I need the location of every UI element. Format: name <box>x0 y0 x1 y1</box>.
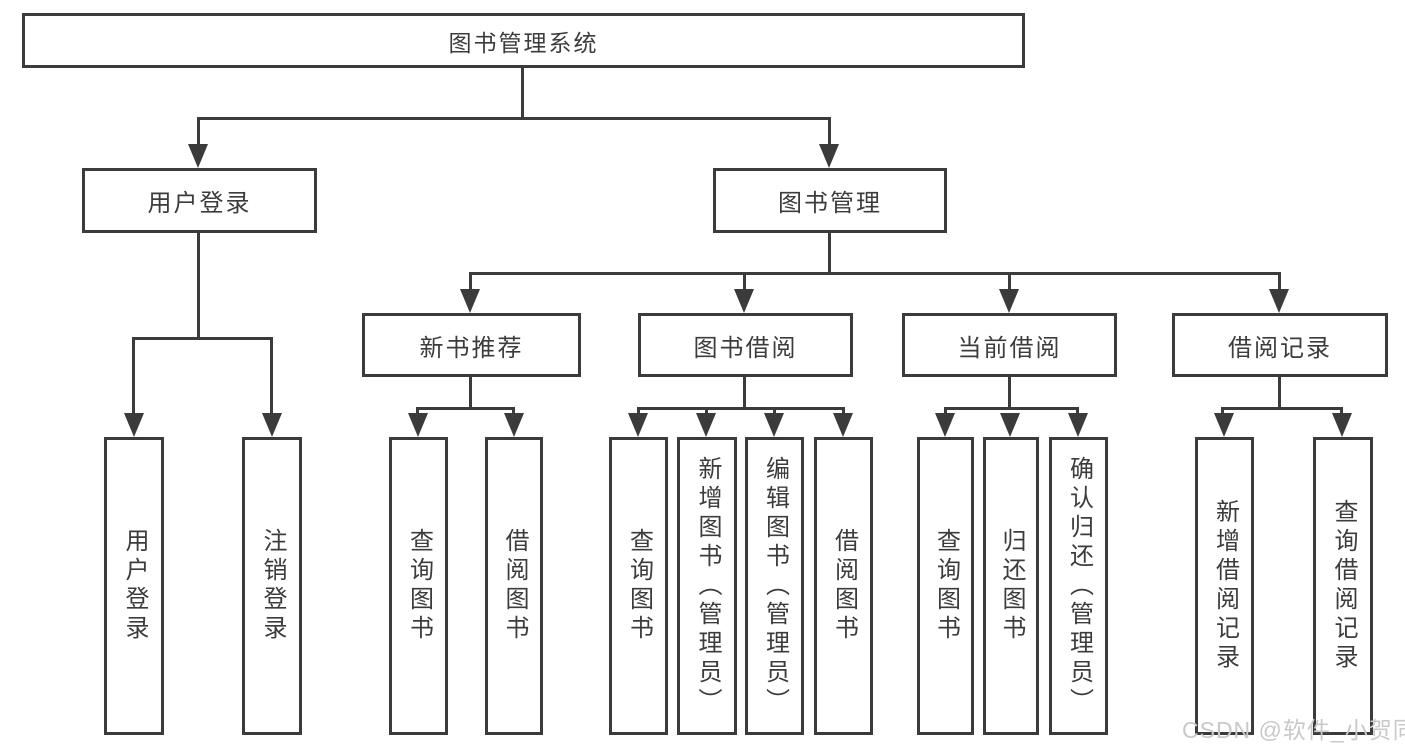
arrowhead-down-icon <box>696 413 716 437</box>
connector-stub <box>1008 377 1011 407</box>
arrowhead-down-icon <box>1332 413 1352 437</box>
node-current-borrow: 当前借阅 <box>902 313 1117 377</box>
arrowhead-down-icon <box>408 413 428 437</box>
connector-drop <box>270 337 273 413</box>
leaf-add-borrow-record: 新增借阅记录 <box>1195 437 1254 735</box>
connector-bar <box>944 407 1079 410</box>
leaf-query-borrow-record: 查询借阅记录 <box>1313 437 1373 735</box>
connector-drop <box>773 407 776 415</box>
leaf-newbook-borrow-book: 借阅图书 <box>485 437 543 735</box>
leaf-logout: 注销登录 <box>242 437 302 735</box>
connector-stub <box>743 377 746 407</box>
arrowhead-down-icon <box>188 144 208 168</box>
connector-level2-bar <box>197 117 831 120</box>
connector-drop <box>828 117 831 146</box>
connector-userlogin-bar <box>132 337 273 340</box>
leaf-confirm-return-admin: 确认归还（管理员） <box>1049 437 1108 735</box>
arrowhead-down-icon <box>460 289 480 313</box>
leaf-newbook-query-book: 查询图书 <box>389 437 448 735</box>
connector-drop <box>469 272 472 292</box>
connector-drop <box>637 407 640 415</box>
node-library-management-system: 图书管理系统 <box>22 13 1025 68</box>
arrowhead-down-icon <box>819 144 839 168</box>
connector-drop <box>1076 407 1079 415</box>
connector-drop <box>132 337 135 413</box>
arrowhead-down-icon <box>1000 413 1020 437</box>
connector-stub <box>1278 377 1281 407</box>
node-new-book-recommend: 新书推荐 <box>362 313 581 377</box>
connector-bookmgmt-stub <box>828 233 831 272</box>
connector-userlogin-stub <box>197 233 200 337</box>
node-user-login: 用户登录 <box>82 168 317 233</box>
connector-drop <box>197 117 200 146</box>
connector-bar <box>1221 407 1343 410</box>
connector-root-stub <box>521 68 524 118</box>
arrowhead-down-icon <box>734 289 754 313</box>
leaf-borrow-book: 借阅图书 <box>814 437 873 735</box>
connector-drop <box>1008 272 1011 292</box>
arrowhead-down-icon <box>1068 413 1088 437</box>
connector-drop <box>1340 407 1343 415</box>
leaf-return-book: 归还图书 <box>983 437 1039 735</box>
arrowhead-down-icon <box>124 413 144 437</box>
node-borrow-record: 借阅记录 <box>1172 313 1388 377</box>
connector-drop <box>743 272 746 292</box>
connector-bar <box>416 407 515 410</box>
arrowhead-down-icon <box>935 413 955 437</box>
leaf-borrow-query-book: 查询图书 <box>609 437 668 735</box>
connector-drop <box>842 407 845 415</box>
arrowhead-down-icon <box>1214 413 1234 437</box>
connector-drop <box>416 407 419 415</box>
node-book-borrow: 图书借阅 <box>638 313 853 377</box>
arrowhead-down-icon <box>628 413 648 437</box>
csdn-watermark: CSDN @软件_小贺同学 <box>1182 717 1405 743</box>
arrowhead-down-icon <box>999 289 1019 313</box>
node-book-management: 图书管理 <box>713 168 947 233</box>
connector-drop <box>944 407 947 415</box>
leaf-current-query-book: 查询图书 <box>917 437 974 735</box>
connector-drop <box>512 407 515 415</box>
arrowhead-down-icon <box>504 413 524 437</box>
connector-level3-bar <box>469 272 1281 275</box>
leaf-user-login: 用户登录 <box>104 437 164 735</box>
connector-drop <box>1278 272 1281 292</box>
connector-drop <box>1221 407 1224 415</box>
arrowhead-down-icon <box>262 413 282 437</box>
arrowhead-down-icon <box>764 413 784 437</box>
leaf-add-book-admin: 新增图书（管理员） <box>677 437 737 735</box>
connector-stub <box>469 377 472 407</box>
connector-bar <box>637 407 845 410</box>
connector-drop <box>705 407 708 415</box>
arrowhead-down-icon <box>833 413 853 437</box>
arrowhead-down-icon <box>1269 289 1289 313</box>
leaf-edit-book-admin: 编辑图书（管理员） <box>745 437 804 735</box>
